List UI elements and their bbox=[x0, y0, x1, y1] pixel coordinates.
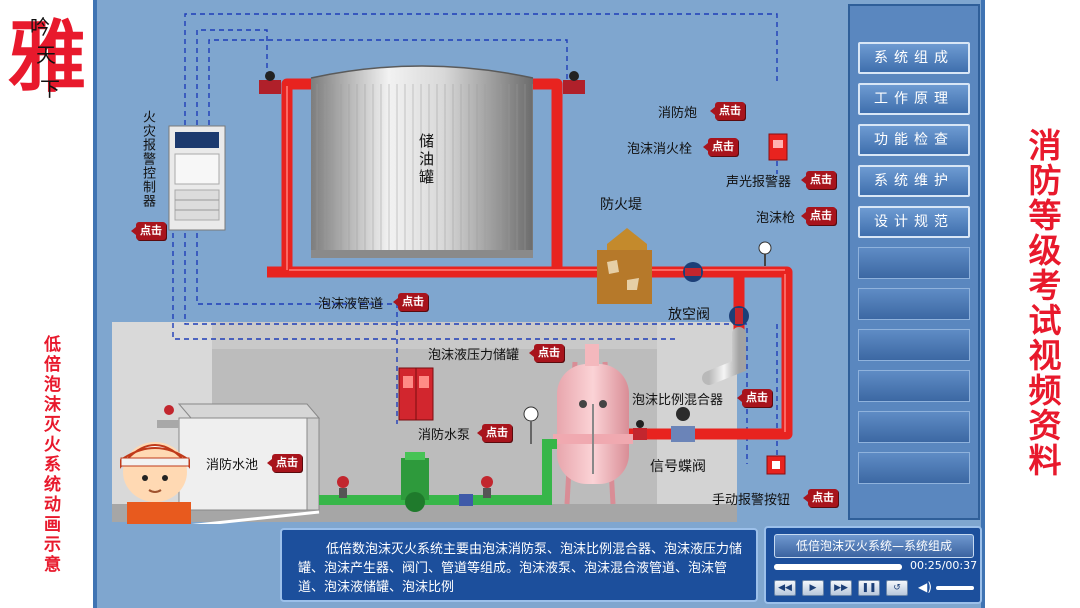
logo-big-char: 雅 bbox=[8, 12, 86, 103]
menu-working-principle[interactable]: 工作原理 bbox=[858, 83, 970, 115]
foam-pressure-tank[interactable] bbox=[553, 344, 633, 505]
menu-empty-slot bbox=[858, 329, 970, 361]
volume-icon[interactable]: ◀) bbox=[918, 580, 932, 594]
menu-empty-slot bbox=[858, 452, 970, 484]
side-title-right: 消防等级考试视频资料 bbox=[1023, 128, 1062, 478]
caption-box: 低倍数泡沫灭火系统主要由泡沫消防泵、泡沫比例混合器、泡沫液压力储罐、泡沫产生器、… bbox=[280, 528, 758, 602]
menu-empty-slot bbox=[858, 247, 970, 279]
vent-valve-label: 放空阀 bbox=[668, 307, 710, 323]
fire-cannon-click-button[interactable]: 点击 bbox=[710, 102, 745, 120]
fast-forward-button[interactable]: ▶▶ bbox=[830, 580, 852, 596]
rewind-button[interactable]: ◀◀ bbox=[774, 580, 796, 596]
media-player: 低倍泡沫灭火系统—系统组成 00:25/00:37 ◀◀ ▶ ▶▶ ❚❚ ↺ ◀… bbox=[764, 526, 982, 604]
side-title-left: 低倍泡沫灭火系统动画示意 bbox=[40, 335, 60, 575]
gate-valve-main[interactable] bbox=[683, 262, 703, 282]
menu-function-check[interactable]: 功能检查 bbox=[858, 124, 970, 156]
foam-gun-click-button[interactable]: 点击 bbox=[801, 207, 836, 225]
fire-cannon-label: 消防炮 bbox=[658, 106, 698, 121]
foam-proportioner[interactable] bbox=[671, 407, 695, 442]
replay-button[interactable]: ↺ bbox=[886, 580, 908, 596]
foam-hydrant-cabinet bbox=[398, 367, 434, 421]
foam-hydrant-click-button[interactable]: 点击 bbox=[703, 138, 738, 156]
signal-butterfly-valve[interactable] bbox=[633, 420, 647, 440]
foam-pipe-label: 泡沫液管道 bbox=[318, 297, 384, 312]
pump-inlet-valve bbox=[337, 476, 349, 498]
fire-controller-label: 火灾报警控制器 bbox=[140, 110, 155, 208]
progress-bar[interactable] bbox=[774, 564, 902, 570]
logo: 雅 吟 天 下 bbox=[0, 0, 110, 110]
foam-pipe-click-button[interactable]: 点击 bbox=[393, 293, 428, 311]
firefighter-mascot bbox=[120, 442, 320, 524]
vent-valve[interactable] bbox=[729, 306, 749, 326]
firewall-dike bbox=[597, 228, 652, 304]
manual-alarm-button[interactable] bbox=[766, 455, 786, 475]
firewall-label: 防火堤 bbox=[600, 197, 642, 213]
sound-light-alarm-click-button[interactable]: 点击 bbox=[801, 171, 836, 189]
play-button[interactable]: ▶ bbox=[802, 580, 824, 596]
signal-wiring bbox=[172, 13, 778, 464]
menu-empty-slot bbox=[858, 370, 970, 402]
pause-button[interactable]: ❚❚ bbox=[858, 580, 880, 596]
pressure-tank-label: 泡沫液压力储罐 bbox=[428, 348, 520, 363]
butterfly-valve-label: 信号蝶阀 bbox=[650, 459, 706, 475]
menu-empty-slot bbox=[858, 288, 970, 320]
fire-water-pump[interactable] bbox=[401, 452, 429, 512]
fire-alarm-controller[interactable] bbox=[168, 125, 226, 231]
tank-label-3: 罐 bbox=[419, 168, 434, 186]
foam-generator-right bbox=[563, 71, 585, 94]
pump-outlet-valve bbox=[481, 476, 493, 498]
caption-text: 低倍数泡沫灭火系统主要由泡沫消防泵、泡沫比例混合器、泡沫液压力储罐、泡沫产生器、… bbox=[298, 542, 743, 595]
foam-generator-left bbox=[259, 71, 281, 94]
manual-button-click-button[interactable]: 点击 bbox=[803, 489, 838, 507]
vent-pipe bbox=[702, 327, 746, 385]
sound-light-alarm[interactable] bbox=[768, 133, 788, 161]
pool-label: 消防水池 bbox=[206, 458, 259, 473]
system-diagram: 储 油 罐 bbox=[112, 13, 793, 524]
pressure-tank-click-button[interactable]: 点击 bbox=[529, 344, 564, 362]
fire-controller-click-button[interactable]: 点击 bbox=[131, 222, 166, 240]
navigation-menu: 系统组成 工作原理 功能检查 系统维护 设计规范 bbox=[848, 4, 980, 520]
logo-small-char-1: 吟 bbox=[30, 15, 50, 39]
player-title: 低倍泡沫灭火系统—系统组成 bbox=[774, 534, 974, 558]
pool-inlet-valve bbox=[157, 405, 179, 428]
tank-label-2: 油 bbox=[419, 150, 434, 168]
water-pipe bbox=[319, 439, 557, 505]
progress-fill bbox=[774, 564, 902, 570]
foam-hydrant-label: 泡沫消火栓 bbox=[627, 142, 693, 157]
proportioner-label: 泡沫比例混合器 bbox=[632, 393, 724, 408]
foam-gun-label: 泡沫枪 bbox=[756, 211, 796, 226]
menu-empty-slot bbox=[858, 411, 970, 443]
menu-design-code[interactable]: 设计规范 bbox=[858, 206, 970, 238]
menu-system-composition[interactable]: 系统组成 bbox=[858, 42, 970, 74]
menu-system-maintenance[interactable]: 系统维护 bbox=[858, 165, 970, 197]
volume-slider[interactable] bbox=[936, 586, 974, 590]
manual-button-label: 手动报警按钮 bbox=[712, 493, 791, 508]
time-display: 00:25/00:37 bbox=[910, 559, 978, 572]
sound-light-alarm-label: 声光报警器 bbox=[726, 175, 792, 190]
oil-storage-tank[interactable] bbox=[310, 65, 534, 258]
pump-label: 消防水泵 bbox=[418, 428, 471, 443]
pressure-gauge-tank bbox=[523, 406, 539, 444]
pressure-gauge bbox=[758, 241, 772, 266]
check-valve bbox=[459, 494, 473, 506]
logo-small-char-3: 下 bbox=[40, 77, 60, 101]
pool-click-button[interactable]: 点击 bbox=[267, 454, 302, 472]
tank-label-1: 储 bbox=[419, 132, 434, 150]
pump-click-button[interactable]: 点击 bbox=[477, 424, 512, 442]
logo-small-char-2: 天 bbox=[36, 43, 56, 67]
proportioner-click-button[interactable]: 点击 bbox=[737, 389, 772, 407]
